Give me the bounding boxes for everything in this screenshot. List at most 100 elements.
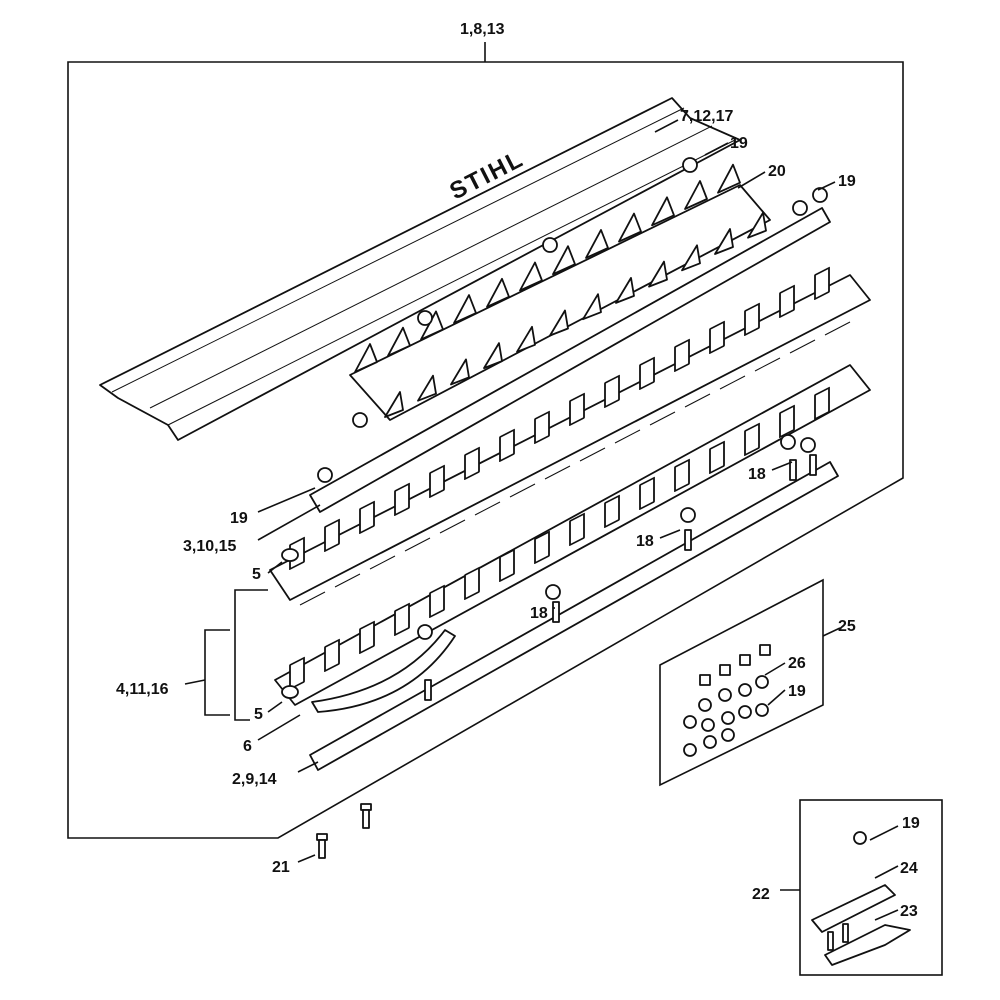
label-part23: 23 [900, 903, 918, 920]
cutter-slot [614, 429, 641, 444]
cutter-tooth [814, 386, 830, 421]
part-24 [811, 884, 896, 933]
kit-nut-square-icon [739, 654, 751, 666]
blade-tooth [549, 309, 569, 337]
cutter-tooth [744, 302, 760, 337]
hex-nut-icon [683, 715, 697, 729]
blade-tooth [552, 245, 576, 276]
screw-shank-icon [318, 839, 326, 859]
bracket-4-11-16 [204, 629, 230, 716]
stud-bolt-icon [809, 454, 817, 476]
label-part24: 24 [900, 860, 918, 877]
cutter-slot [474, 501, 501, 516]
blade-tooth [450, 358, 470, 386]
hex-nut-icon [698, 698, 712, 712]
hex-nut-icon [542, 237, 558, 253]
blade-tooth [384, 391, 404, 418]
hex-nut-icon [755, 703, 769, 717]
cutter-tooth [464, 446, 480, 481]
cutter-tooth [394, 602, 410, 637]
blade-tooth [582, 293, 602, 321]
stud-bolt-icon [424, 679, 432, 701]
label-nut-left: 19 [230, 510, 248, 527]
cutter-slot [684, 393, 711, 408]
cutter-tooth [359, 620, 375, 655]
label-kit-26: 26 [788, 655, 806, 672]
stud-bolt-icon [842, 923, 849, 943]
guide [311, 629, 456, 713]
cutter-tooth [359, 500, 375, 535]
cutter-slot [754, 357, 781, 372]
blade-tooth [717, 163, 741, 194]
cutter-slot [544, 465, 571, 480]
blade-tooth [618, 212, 642, 243]
blade-tooth [684, 180, 708, 210]
hardware [281, 157, 867, 951]
blade-tooth [585, 228, 609, 259]
hex-nut-icon [738, 683, 752, 697]
label-kit-19: 19 [788, 683, 806, 700]
label-cover: 7,12,17 [680, 108, 733, 125]
kit-nut-square-icon [699, 674, 711, 686]
cutter-tooth [744, 422, 760, 457]
label-nut-top: 19 [730, 135, 748, 152]
cutter-tooth [814, 266, 830, 301]
label-nut-right: 19 [838, 173, 856, 190]
cutter-tooth [604, 494, 620, 529]
cutter-tooth [604, 374, 620, 409]
label-bolt-a: 18 [748, 466, 766, 483]
cutter-tooth [709, 320, 725, 355]
cutter-tooth [674, 458, 690, 493]
hex-nut-icon [417, 624, 433, 640]
spacer-icon [281, 548, 299, 562]
screw-shank-icon [362, 809, 370, 829]
blade-tooth [651, 196, 675, 227]
cutter-tooth [639, 476, 655, 511]
cutter-tooth [779, 404, 795, 439]
cutter-slot [509, 483, 536, 498]
cutter-slot [369, 555, 396, 570]
blade-tooth [615, 276, 635, 304]
top-blade [349, 163, 771, 421]
cutter-slot [824, 321, 851, 336]
blade-tooth [681, 244, 701, 272]
assembly-frame [67, 42, 904, 839]
hex-nut-icon [721, 711, 735, 725]
cutter-tooth [499, 548, 515, 583]
cutter-tooth [709, 440, 725, 475]
kit-box-22 [799, 799, 943, 976]
cutter-tooth [499, 428, 515, 463]
hex-nut-icon [682, 157, 698, 173]
label-spacer-bottom: 5 [254, 706, 263, 723]
label-lower-plate: 2,9,14 [232, 771, 277, 788]
stud-bolt-icon [684, 529, 692, 551]
cutter-tooth [324, 518, 340, 553]
hex-nut-icon [755, 675, 769, 689]
hex-nut-icon [703, 735, 717, 749]
cutter-tooth [674, 338, 690, 373]
cutter-tooth [429, 584, 445, 619]
cutter-slot [789, 339, 816, 354]
hex-nut-icon [800, 437, 816, 453]
cutter-slot [299, 591, 326, 606]
blade-tooth [747, 211, 767, 239]
spacer-icon [281, 685, 299, 699]
hex-nut-icon [683, 743, 697, 757]
cutter-tooth [569, 392, 585, 427]
blade-tooth [516, 325, 536, 353]
blade-tooth [486, 277, 510, 308]
cutter-slot [579, 447, 606, 462]
label-blade-top: 20 [768, 163, 786, 180]
hex-nut-icon [812, 187, 828, 203]
blade-tooth [354, 343, 378, 373]
bracket-5 [234, 589, 268, 721]
hex-nut-icon [718, 688, 732, 702]
hex-nut-icon [317, 467, 333, 483]
cutter-slot [719, 375, 746, 390]
cutter-slot [334, 573, 361, 588]
cutter-tooth [534, 410, 550, 445]
label-bolt-b: 18 [636, 533, 654, 550]
cutter-blades [269, 266, 871, 706]
